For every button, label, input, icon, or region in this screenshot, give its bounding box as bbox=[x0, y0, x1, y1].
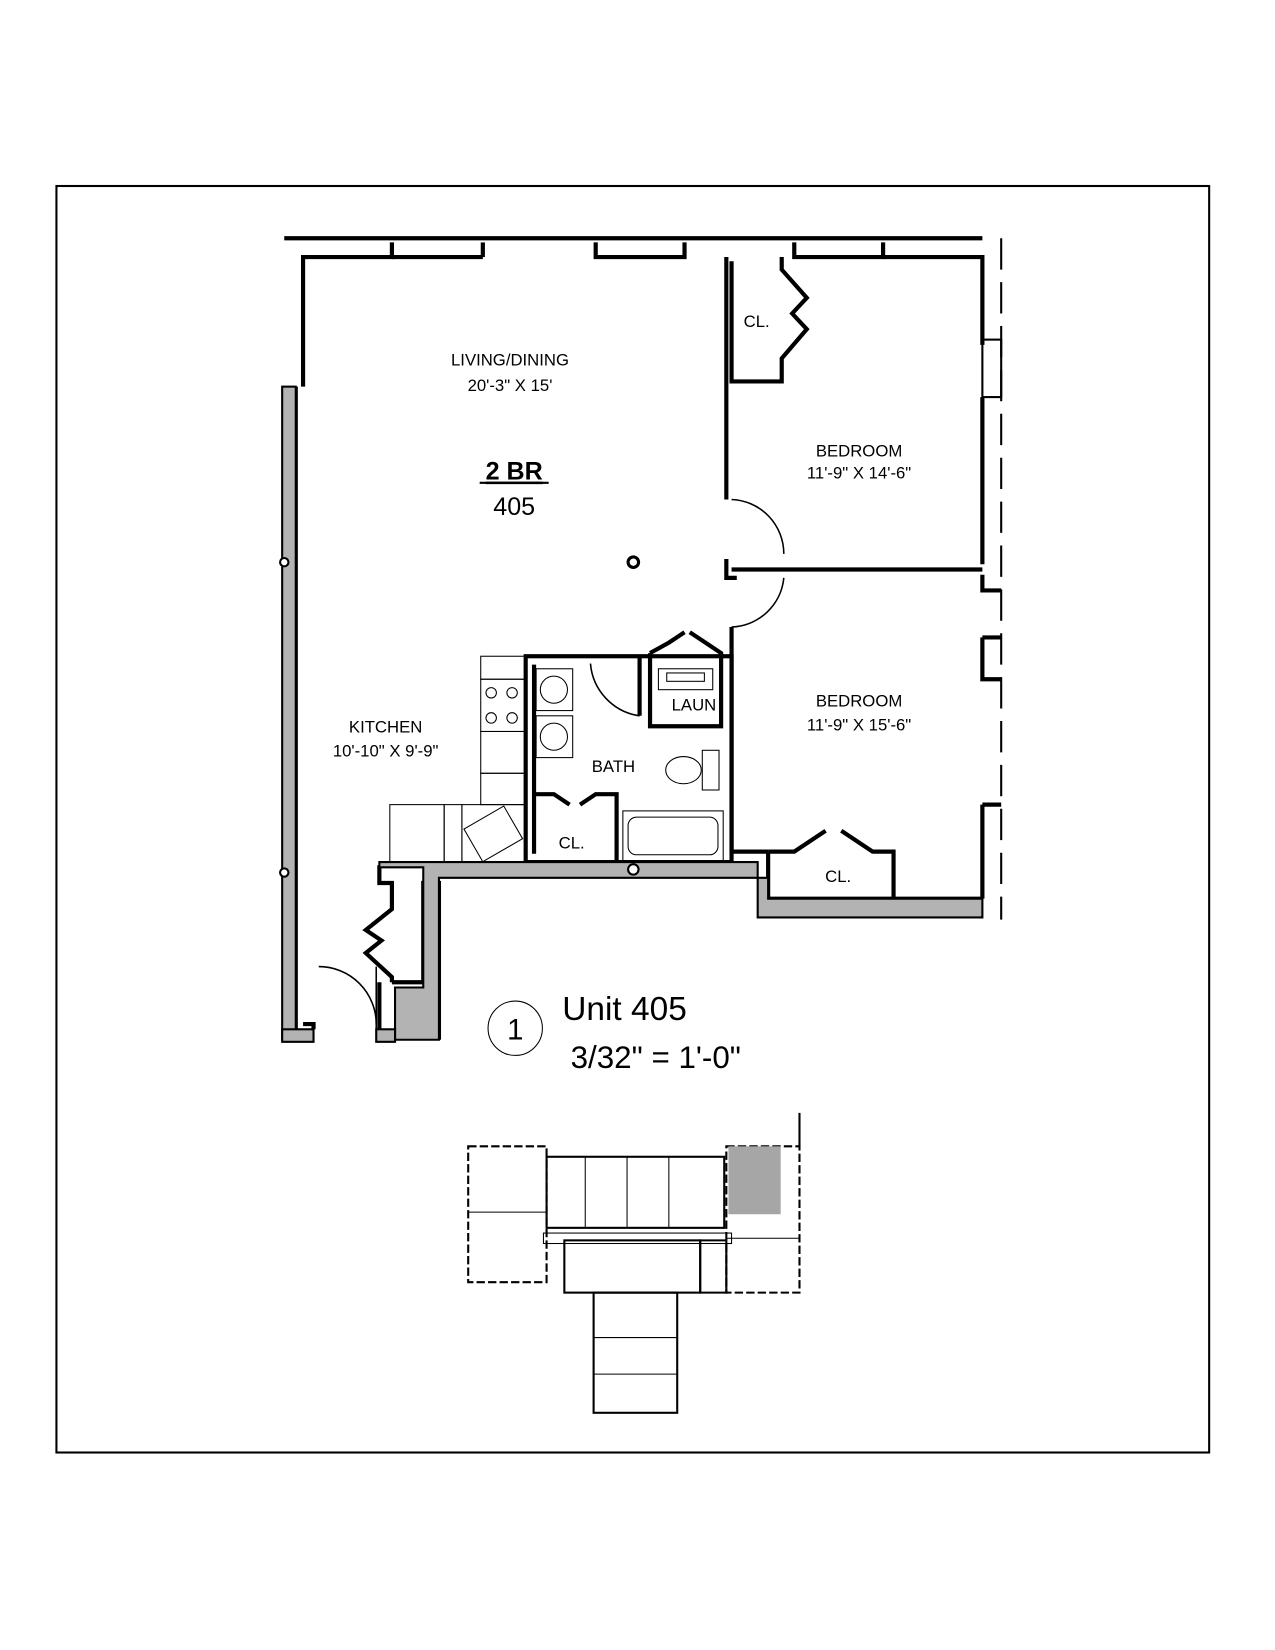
room-name-closet: CL. bbox=[825, 867, 851, 886]
column-icon bbox=[279, 867, 290, 878]
room-name-bath: BATH bbox=[592, 757, 635, 776]
room-size-kitchen: 10'-10" X 9'-9" bbox=[333, 742, 439, 761]
detail-bubble bbox=[487, 1000, 543, 1056]
detail-number: 1 bbox=[507, 1015, 523, 1047]
unit-type: 2 BR bbox=[486, 458, 543, 486]
drawing-scale: 3/32" = 1'-0" bbox=[571, 1040, 741, 1075]
column-icon bbox=[279, 556, 290, 568]
room-labels: LIVING/DINING 20'-3" X 15' BEDROOM 11'-9… bbox=[333, 312, 911, 886]
column-icon bbox=[627, 863, 640, 876]
room-name-bedroom-1: BEDROOM bbox=[816, 442, 902, 461]
room-name-living: LIVING/DINING bbox=[451, 351, 569, 370]
key-plan bbox=[467, 1112, 801, 1414]
sheet-border bbox=[55, 184, 1211, 1454]
room-size-living: 20'-3" X 15' bbox=[468, 376, 553, 395]
column-icon bbox=[626, 555, 641, 569]
fixtures bbox=[389, 655, 724, 863]
unit-number: 405 bbox=[493, 493, 535, 521]
walls bbox=[284, 236, 1003, 1040]
room-name-bedroom-2: BEDROOM bbox=[816, 691, 902, 710]
room-name-closet: CL. bbox=[744, 312, 770, 331]
room-size-bedroom-2: 11'-9" X 15'-6" bbox=[807, 715, 911, 734]
room-name-kitchen: KITCHEN bbox=[349, 718, 422, 737]
existing-walls bbox=[281, 385, 984, 1043]
room-name-closet: CL. bbox=[559, 834, 585, 853]
room-size-bedroom-1: 11'-9" X 14'-6" bbox=[807, 464, 911, 483]
door-swings bbox=[318, 498, 785, 1040]
room-name-laundry: LAUN bbox=[672, 696, 717, 715]
drawing-title: Unit 405 bbox=[562, 991, 687, 1028]
